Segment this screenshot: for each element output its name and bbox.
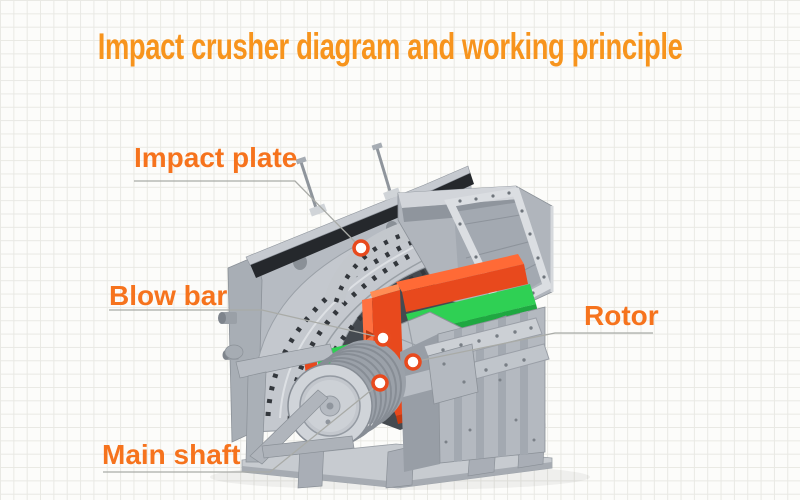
leader-blow-bar xyxy=(109,309,384,339)
blow-bar-horizontal xyxy=(396,254,528,312)
leader-main-shaft xyxy=(103,382,381,473)
front-brace xyxy=(249,389,355,465)
callout-dots xyxy=(352,239,422,392)
tension-rods xyxy=(299,147,394,215)
bearing-block xyxy=(427,343,479,405)
callout-dot-blow-bar xyxy=(374,329,392,347)
callout-dot-impact-plate xyxy=(352,239,370,257)
leader-impact-plate xyxy=(134,180,362,249)
label-impact-plate: Impact plate xyxy=(134,142,298,173)
left-support-frame xyxy=(224,343,335,463)
callout-dot-rotor xyxy=(404,353,422,371)
leader-rotor xyxy=(412,332,653,363)
label-rotor: Rotor xyxy=(584,300,659,331)
label-main-shaft: Main shaft xyxy=(102,439,241,470)
leader-lines xyxy=(103,180,653,473)
page-title: Impact crusher diagram and working princ… xyxy=(0,26,800,70)
page-title-text: Impact crusher diagram and working princ… xyxy=(97,26,683,67)
label-blow-bar: Blow bar xyxy=(109,280,228,311)
callout-dot-main-shaft xyxy=(371,374,389,392)
